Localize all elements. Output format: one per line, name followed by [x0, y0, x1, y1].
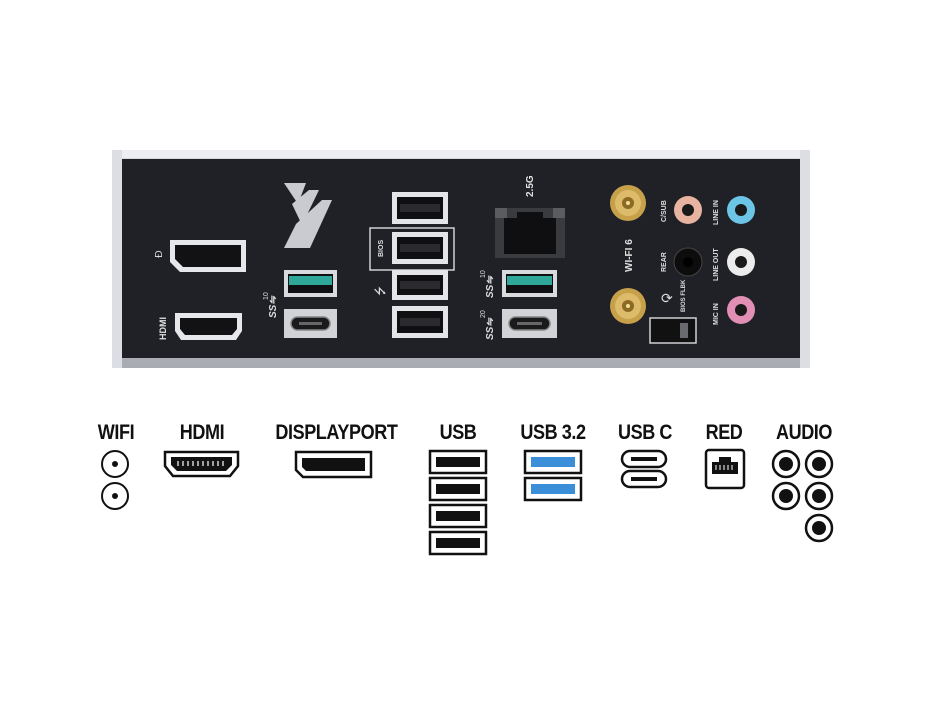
- legend-title-hdmi: HDMI: [179, 421, 225, 444]
- audio-jack-mic-in: [727, 296, 755, 324]
- legend-title-usb32: USB 3.2: [520, 421, 586, 444]
- legend-title-usbc: USB C: [617, 421, 673, 444]
- superspeed-icon-20: SS⇋: [485, 317, 496, 340]
- usbc-port-right: [502, 309, 557, 338]
- panel-label-rear: REAR: [661, 252, 668, 272]
- usb32-port-right: [502, 270, 557, 297]
- panel-label-mic-in: MIC IN: [713, 303, 720, 325]
- usbc-port-left: [284, 309, 337, 338]
- panel-label-bios: BIOS: [378, 240, 385, 257]
- displayport-port: [170, 240, 246, 272]
- usb32-port-left: [284, 270, 337, 297]
- hdmi-port: [175, 313, 242, 340]
- ss10-label-left: 10: [263, 292, 270, 300]
- brand-logo-icon: [284, 183, 332, 248]
- panel-label-bios-flbk: BIOS FLBK: [681, 279, 687, 312]
- superspeed-icon-right: SS⇋: [485, 275, 496, 298]
- legend-title-red: RED: [705, 421, 743, 444]
- panel-label-line-in: LINE IN: [713, 200, 720, 225]
- legend-title-wifi: WIFI: [97, 421, 135, 444]
- audio-jack-line-out: [727, 248, 755, 276]
- audio-jack-line-in: [727, 196, 755, 224]
- refresh-icon: ⟳: [661, 291, 673, 307]
- legend-title-usb: USB: [439, 421, 477, 444]
- wifi-antenna-connector-1: [610, 185, 646, 221]
- lan-port: [495, 208, 565, 258]
- panel-label-hdmi: HDMI: [158, 317, 168, 340]
- usb-port-stack: [369, 192, 455, 338]
- bios-flashback-button: [649, 317, 697, 344]
- ss10-label-right: 10: [480, 270, 487, 278]
- superspeed-icon-left: SS⇋: [268, 295, 279, 318]
- ss20-label: 20: [480, 310, 487, 318]
- panel-label-wifi6: WI-FI 6: [624, 239, 635, 272]
- panel-label-csub: C/SUB: [661, 200, 668, 222]
- wifi-antenna-connector-2: [610, 288, 646, 324]
- panel-label-25g: 2.5G: [525, 175, 536, 197]
- audio-jack-rear: [673, 247, 703, 277]
- audio-jack-csub: [674, 196, 702, 224]
- usb-trident-icon: ⭍: [373, 286, 387, 296]
- panel-label-line-out: LINE OUT: [713, 248, 720, 281]
- legend-title-audio: AUDIO: [775, 421, 833, 444]
- displayport-icon: Ð: [154, 250, 165, 258]
- legend-title-displayport: DISPLAYPORT: [275, 421, 398, 444]
